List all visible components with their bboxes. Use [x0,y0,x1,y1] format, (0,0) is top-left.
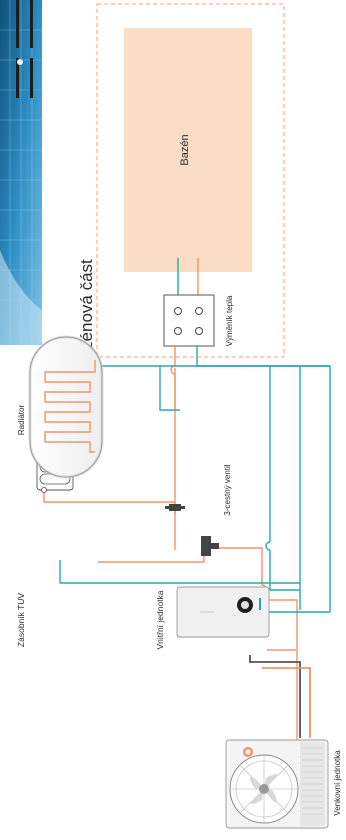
three-way-valve [201,536,219,556]
heat-exchanger [164,295,214,346]
radiator-label: Radiátor [17,405,26,436]
pool-label: Bazén [179,134,191,165]
outdoor-unit [226,740,328,828]
tee-fitting [165,504,185,511]
heat-exchanger-label: Výměník tepla [225,295,234,346]
indoor-unit-label: Vnitřní jednotka [155,590,165,649]
outdoor-unit-label: Venkovní jednotka [333,750,342,816]
pool-photo [0,0,42,345]
refrigerant-pipes [250,655,310,738]
three-way-valve-label: 3-cestný ventil [223,464,232,515]
indoor-unit [177,587,269,637]
dhw-tank [30,337,102,477]
dhw-tank-label: Zásobník TUV [16,593,26,648]
